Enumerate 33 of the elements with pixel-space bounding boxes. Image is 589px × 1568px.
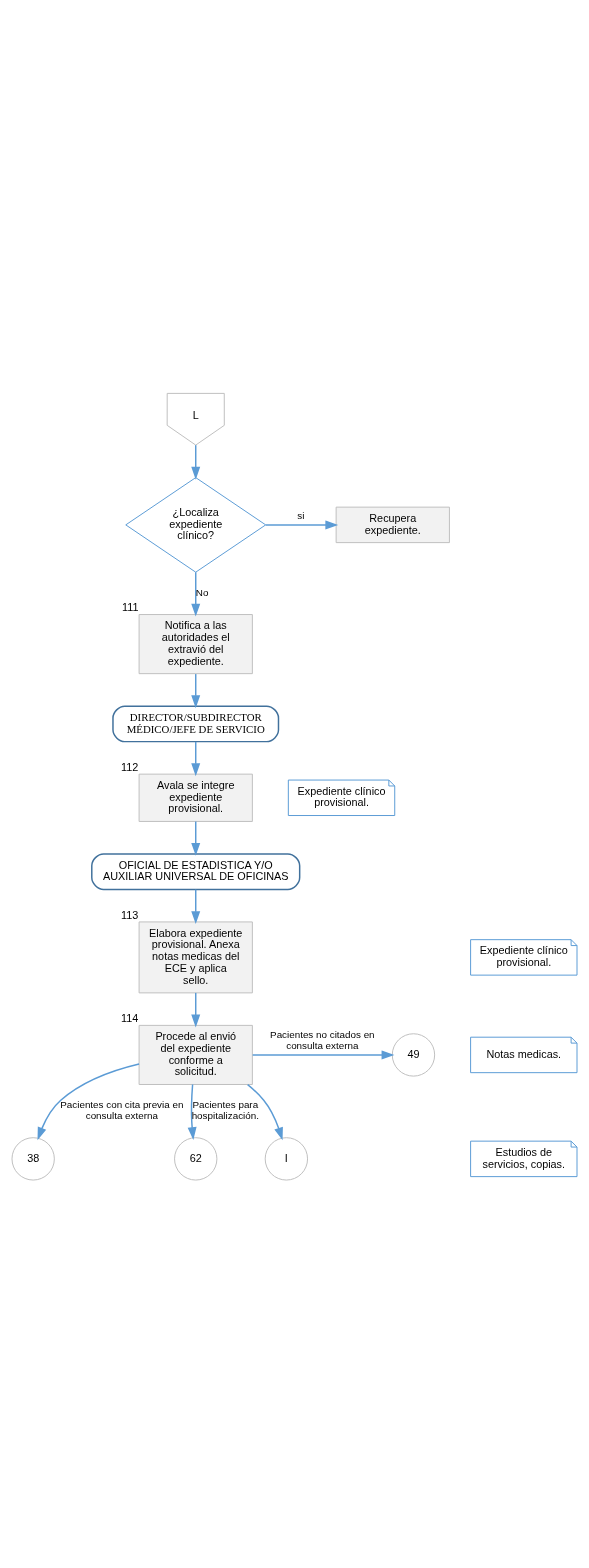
node-box: Recupera expediente. <box>335 506 450 544</box>
node-box: Avala se integre expediente provisional. <box>138 773 253 822</box>
arrow <box>191 888 201 925</box>
arrow <box>265 520 339 530</box>
arrow <box>187 1083 197 1140</box>
node-label: 113 <box>121 908 139 921</box>
arrow <box>191 571 201 617</box>
node-circle: 38 <box>11 1137 55 1181</box>
arrow <box>191 741 201 777</box>
arrow <box>191 444 201 480</box>
node-label: 111 <box>121 601 139 614</box>
node-diamond: ¿Localiza expediente clínico? <box>125 477 267 573</box>
edge-label: No <box>195 586 209 598</box>
node-circle: I <box>264 1137 309 1181</box>
edge-label: Pacientes para hospitalización. <box>191 1099 259 1121</box>
node-box: Elabora expediente provisional. Anexa notas medicas del ECE y aplica sello. <box>138 921 253 994</box>
node-box: DIRECTOR/SUBDIRECTOR MÉDICO/JEFE DE SERVICIO <box>112 705 280 743</box>
node-label: 112 <box>121 761 139 773</box>
arrow <box>246 1083 283 1141</box>
arrow <box>251 1050 395 1060</box>
arrow <box>191 820 201 856</box>
arrow <box>191 673 201 709</box>
edge-label: si <box>297 509 305 521</box>
node-box: Notifica a las autoridades el extravió del expediente. <box>138 614 253 675</box>
edge-label: Pacientes con cita previa en consulta externa <box>60 1099 184 1121</box>
node-label: 114 <box>121 1012 139 1025</box>
node-circle: 49 <box>391 1033 436 1077</box>
arrow <box>37 1063 140 1141</box>
node-circle: 62 <box>174 1137 218 1181</box>
node-box: OFICIAL DE ESTADISTICA Y/O AUXILIAR UNIVERSAL DE OFICINAS <box>91 853 301 891</box>
edge-label: Pacientes no citados en consulta externa <box>270 1029 375 1052</box>
node-box: Procede al envió del expediente conforme a solicitud. <box>138 1024 253 1085</box>
arrow <box>191 992 201 1028</box>
